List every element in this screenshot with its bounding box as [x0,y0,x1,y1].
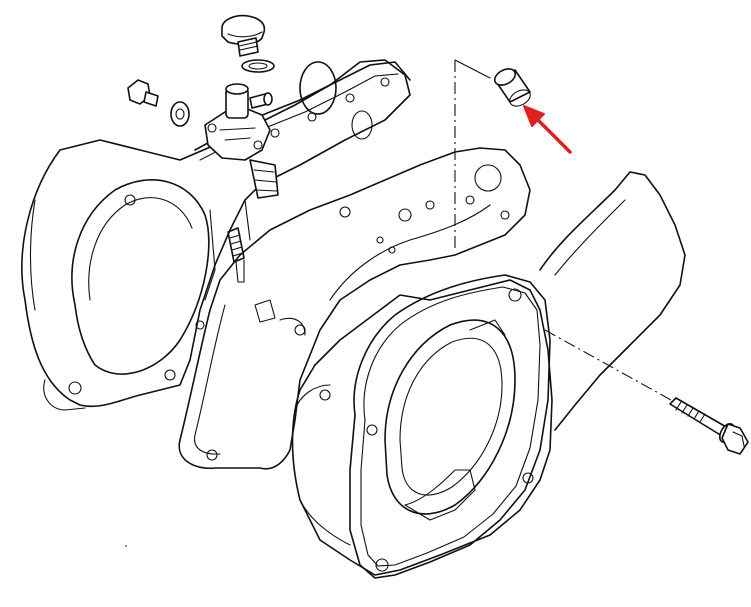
oil-pump-assembly [204,83,279,199]
bushing [493,68,531,107]
callout-arrow [523,105,572,154]
washer [170,101,190,127]
alignment-line-top [454,59,491,79]
alignment-line-bolt [544,329,681,406]
front-cover [291,171,686,579]
gasket [178,147,531,470]
speck [125,545,127,547]
drain-plug [221,14,266,57]
sealing-washer [241,59,275,73]
bolt [127,79,159,107]
flange-bolt [669,397,749,455]
rear-housing [21,59,411,411]
